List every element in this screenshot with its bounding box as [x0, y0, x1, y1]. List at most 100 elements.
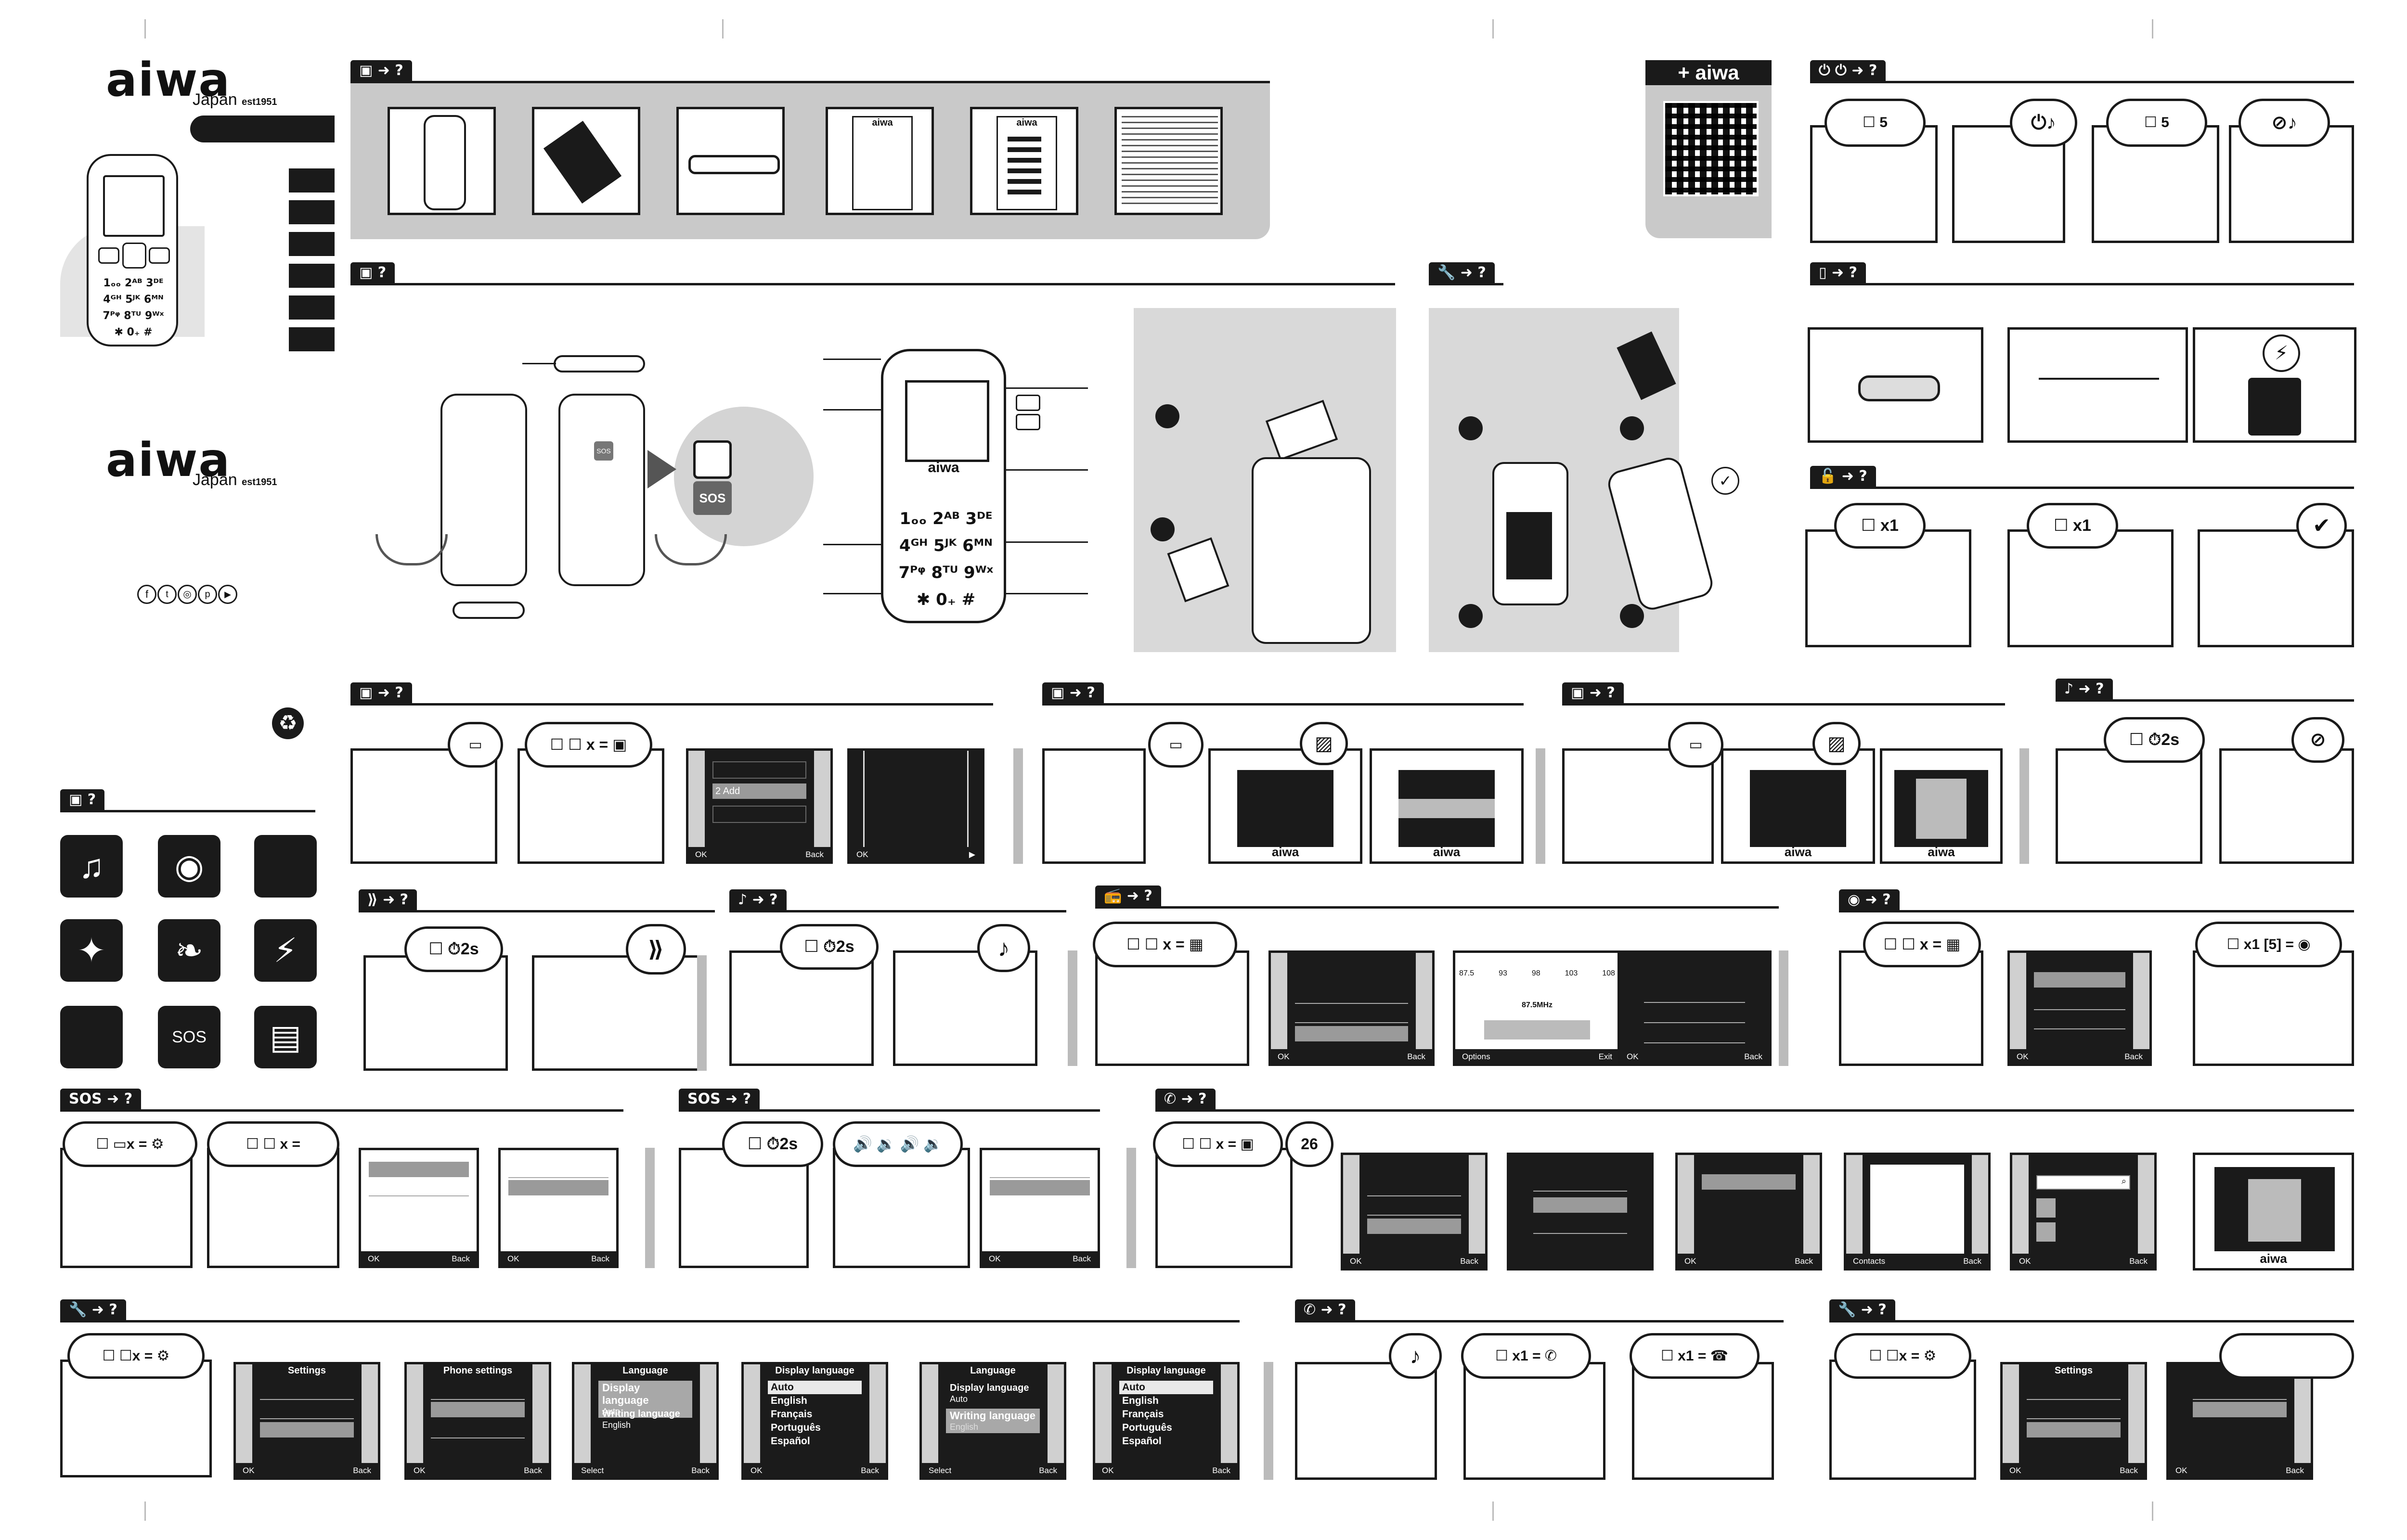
lang-option-auto[interactable]: Auto: [768, 1381, 862, 1394]
softkey-back[interactable]: Back: [1212, 1466, 1230, 1475]
camera-step-1: [1839, 950, 1983, 1066]
contacts-bubble-select: ☐ ☐ x = ▣: [525, 722, 652, 768]
menu-writing-language[interactable]: Writing language: [950, 1410, 1036, 1422]
answer-accept-bubble: ☐ x1 = ✆: [1461, 1333, 1591, 1379]
softkey-back[interactable]: Back: [805, 850, 824, 859]
divider-bar: [1779, 950, 1788, 1066]
menu-display-language[interactable]: Display language: [950, 1383, 1029, 1393]
social-icons: f t ◎ p ▶: [137, 585, 243, 604]
softkey-ok[interactable]: OK: [414, 1466, 426, 1475]
battery-step-marker-3: [1459, 604, 1483, 628]
menu-display-language-value: Auto: [602, 1407, 621, 1416]
lang-option-auto[interactable]: Auto: [1119, 1381, 1213, 1394]
phone-logo: aiwa: [928, 460, 959, 475]
softkey-back[interactable]: Back: [524, 1466, 542, 1475]
softkey-ok[interactable]: OK: [243, 1466, 255, 1475]
softkey-back[interactable]: Back: [353, 1466, 371, 1475]
lang-option-portuguese[interactable]: Português: [771, 1422, 821, 1433]
screen-title: Display language: [775, 1365, 854, 1376]
softkey-ok[interactable]: OK: [989, 1254, 1001, 1263]
search-bar[interactable]: ⌕: [2036, 1175, 2130, 1190]
menu-display-language[interactable]: Display language: [602, 1382, 649, 1406]
aiwa-logo: aiwa: [106, 53, 231, 107]
blank-feature-tile: [60, 1006, 123, 1068]
softkey-ok[interactable]: OK: [2019, 1257, 2031, 1266]
box-icon: ▣: [69, 791, 88, 808]
lang-option-english[interactable]: English: [771, 1395, 807, 1406]
music-icon: ♪ ➜: [738, 891, 770, 908]
softkey-ok[interactable]: OK: [695, 850, 707, 859]
sos-alarm-bubble: 🔊 🔉 🔊 🔉: [833, 1121, 963, 1167]
softkey-back[interactable]: Back: [691, 1466, 710, 1475]
softkey-back[interactable]: Back: [861, 1466, 879, 1475]
softkey-select[interactable]: Select: [581, 1466, 604, 1475]
softkey-back[interactable]: Back: [1963, 1257, 1981, 1266]
callout-lines-left: [823, 359, 881, 594]
softkey-ok[interactable]: OK: [1278, 1052, 1290, 1061]
softkey-ok[interactable]: OK: [1102, 1466, 1114, 1475]
lang-option-french[interactable]: Français: [771, 1409, 813, 1420]
youtube-icon[interactable]: ▶: [218, 585, 237, 604]
lang-option-spanish[interactable]: Español: [771, 1436, 810, 1447]
softkey-ok[interactable]: OK: [751, 1466, 763, 1475]
softkey-back[interactable]: Back: [2120, 1466, 2138, 1475]
softkey-ok[interactable]: OK: [2017, 1052, 2029, 1061]
softkey-back[interactable]: Back: [1744, 1052, 1762, 1061]
softkey-back[interactable]: Back: [1073, 1254, 1091, 1263]
softkey-ok[interactable]: OK: [856, 850, 868, 859]
lang-option-portuguese[interactable]: Português: [1122, 1422, 1172, 1433]
lang-option-english[interactable]: English: [1122, 1395, 1159, 1406]
contact-book-icon: ▣ ➜: [1051, 684, 1087, 701]
softkey-contacts[interactable]: Contacts: [1853, 1257, 1886, 1266]
wrench-icon: 🔧 ➜: [1437, 264, 1478, 281]
softkey-ok[interactable]: OK: [368, 1254, 380, 1263]
contact-book-icon: ▣ ➜: [359, 684, 395, 701]
network-badge: 26: [1301, 1135, 1318, 1153]
twitter-icon[interactable]: t: [157, 585, 177, 604]
facebook-icon[interactable]: f: [137, 585, 156, 604]
lang-option-french[interactable]: Français: [1122, 1409, 1164, 1420]
sos-use-bubble-hold: ☐ ⏱2s: [722, 1121, 823, 1167]
menu-writing-language[interactable]: Writing language: [602, 1409, 680, 1419]
softkey-ok[interactable]: OK: [1350, 1257, 1362, 1266]
charging-wall-plug: ⚡: [2193, 327, 2356, 443]
flashlight-step-1: [363, 955, 508, 1071]
softkey-ok[interactable]: OK: [2175, 1466, 2187, 1475]
softkey-back[interactable]: Back: [2129, 1257, 2148, 1266]
sd-card-icon: ▤: [254, 1006, 317, 1068]
display-language-screen-2: Display language Auto English Français P…: [1093, 1362, 1240, 1480]
softkey-ok[interactable]: OK: [1684, 1257, 1696, 1266]
softkey-back[interactable]: Back: [1795, 1257, 1813, 1266]
photo2-step-2: aiwa: [1721, 748, 1875, 864]
crop-mark: [1492, 1502, 1494, 1521]
screen-title: Language: [622, 1365, 668, 1376]
softkey-select[interactable]: Select: [929, 1466, 952, 1475]
softkey-back[interactable]: Back: [2286, 1466, 2304, 1475]
softkey-back[interactable]: Back: [591, 1254, 609, 1263]
softkey-back[interactable]: Back: [1039, 1466, 1057, 1475]
softkey-back[interactable]: Back: [1460, 1257, 1478, 1266]
tagline: Japan est1951: [193, 471, 277, 489]
power-bubble-hold-off: ☐ 5: [2106, 99, 2207, 147]
softkey-options[interactable]: Options: [1462, 1052, 1490, 1061]
softkey-ok[interactable]: OK: [507, 1254, 519, 1263]
softkey-back[interactable]: Back: [452, 1254, 470, 1263]
qr-code[interactable]: [1663, 101, 1759, 196]
radio-controls[interactable]: [1484, 1020, 1590, 1040]
softkey-ok[interactable]: OK: [1627, 1052, 1639, 1061]
tagline-japan: Japan: [193, 471, 237, 489]
lang-option-spanish[interactable]: Español: [1122, 1436, 1162, 1447]
flashlight-step-2: [532, 955, 700, 1071]
pinterest-icon[interactable]: p: [198, 585, 217, 604]
softkey-ok[interactable]: OK: [2009, 1466, 2021, 1475]
menu-writing-language-value: English: [950, 1422, 979, 1432]
softkey-back[interactable]: Back: [2124, 1052, 2143, 1061]
softkey-back[interactable]: Back: [1407, 1052, 1425, 1061]
answer-step-2: [1463, 1362, 1605, 1480]
avatar: [2036, 1198, 2056, 1218]
instagram-icon[interactable]: ◎: [178, 585, 197, 604]
softkey-exit[interactable]: Exit: [1598, 1052, 1612, 1061]
bottom-edge-view: [453, 602, 525, 619]
